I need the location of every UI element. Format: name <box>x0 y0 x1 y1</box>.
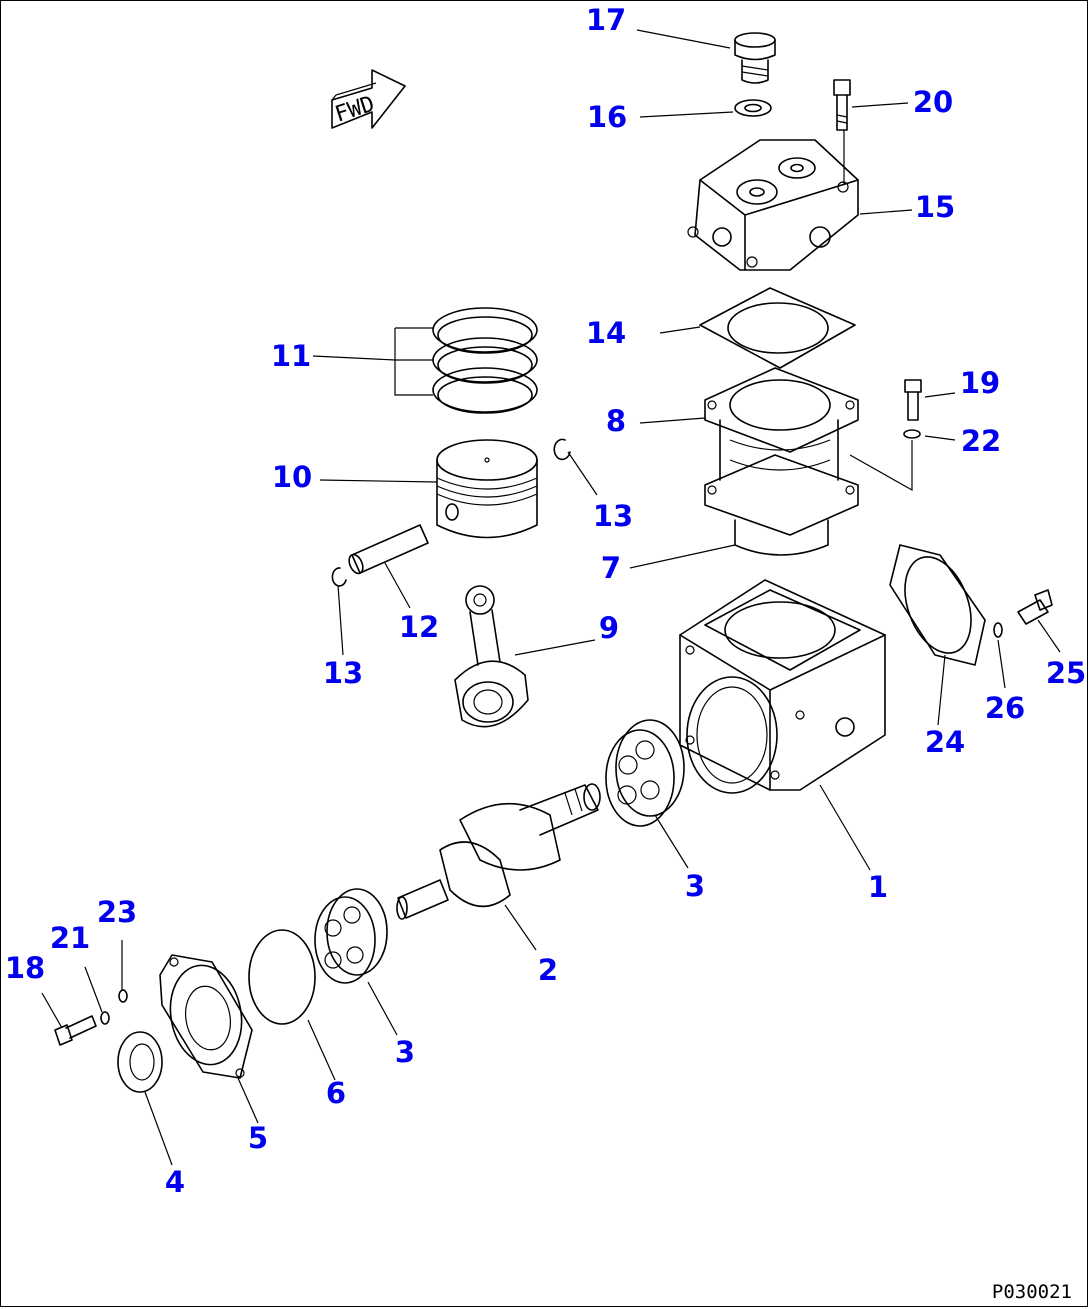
part-9-connecting-rod <box>454 585 529 728</box>
callout-5: 5 <box>248 1121 268 1155</box>
part-16-washer <box>734 99 772 117</box>
part-20-bolt <box>833 79 851 131</box>
part-4-oil-seal <box>117 1031 163 1093</box>
part-11-piston-rings <box>432 307 538 414</box>
part-25-bolt <box>1017 589 1053 625</box>
callout-17: 17 <box>586 3 626 37</box>
part-18-bolt <box>54 1015 97 1046</box>
fwd-arrow-icon: FWD <box>331 69 406 129</box>
callout-9: 9 <box>599 611 619 645</box>
callout-21: 21 <box>50 921 90 955</box>
part-14-gasket <box>699 287 856 369</box>
part-6-o-ring <box>248 929 316 1025</box>
callout-1: 1 <box>868 870 888 904</box>
drawing-code: P030021 <box>992 1281 1072 1303</box>
callout-11: 11 <box>271 339 311 373</box>
callout-3-upper: 3 <box>685 869 705 903</box>
callout-24: 24 <box>925 725 965 759</box>
part-17-plug <box>734 32 776 84</box>
callout-19: 19 <box>960 366 1000 400</box>
callout-23: 23 <box>97 895 137 929</box>
part-26-washer <box>993 622 1003 638</box>
callout-16: 16 <box>587 100 627 134</box>
part-19-bolt <box>904 379 922 421</box>
part-3-bearing-b <box>314 888 388 984</box>
callout-14: 14 <box>586 316 626 350</box>
part-3-bearing-a <box>605 719 685 827</box>
callout-18: 18 <box>5 951 45 985</box>
part-5-bearing-cover <box>159 954 253 1079</box>
part-21-washer <box>100 1011 110 1025</box>
callout-labels: 1 2 3 3 4 5 6 7 8 9 10 11 12 13 13 14 15… <box>5 3 1086 1199</box>
callout-10: 10 <box>272 460 312 494</box>
leader-lines <box>41 29 1061 1166</box>
callout-6: 6 <box>326 1076 346 1110</box>
callout-4: 4 <box>165 1165 185 1199</box>
callout-26: 26 <box>985 691 1025 725</box>
part-10-piston <box>436 439 538 539</box>
callout-2: 2 <box>538 953 558 987</box>
callout-13-left: 13 <box>323 656 363 690</box>
callout-8: 8 <box>606 404 626 438</box>
part-13-snap-ring-a <box>553 438 571 461</box>
fwd-label: FWD <box>332 92 378 128</box>
callout-25: 25 <box>1046 656 1086 690</box>
callout-12: 12 <box>399 610 439 644</box>
part-24-cover-gasket <box>889 544 986 666</box>
part-13-snap-ring-b <box>331 567 347 587</box>
callout-22: 22 <box>961 424 1001 458</box>
callout-7: 7 <box>601 551 621 585</box>
part-22-washer <box>903 429 921 439</box>
callout-3-lower: 3 <box>395 1035 415 1069</box>
part-23-washer <box>118 989 128 1003</box>
callout-15: 15 <box>915 190 955 224</box>
callout-13-right: 13 <box>593 499 633 533</box>
part-12-piston-pin <box>348 524 429 575</box>
callout-20: 20 <box>913 85 953 119</box>
part-2-crankshaft <box>396 783 601 920</box>
part-8-cylinder <box>704 367 859 556</box>
part-15-cylinder-head <box>687 139 859 271</box>
part-1-crankcase <box>679 579 886 794</box>
